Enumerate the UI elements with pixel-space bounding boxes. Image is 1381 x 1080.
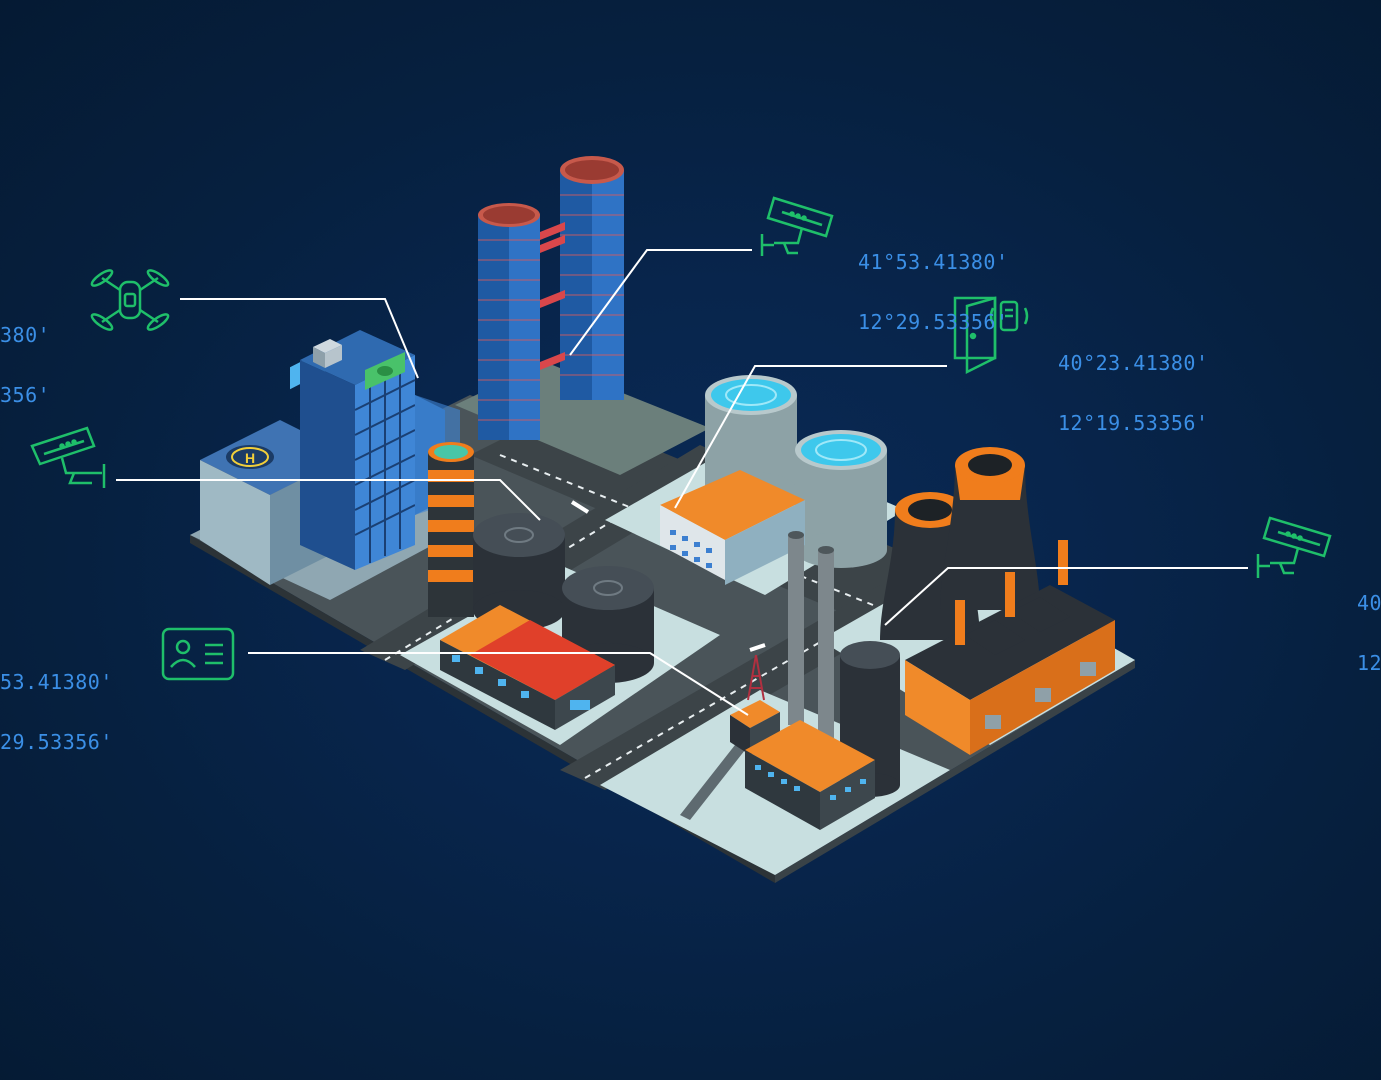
latitude: 380' [0,325,50,345]
longitude: 356' [0,385,50,405]
longitude: 12°29.53356' [858,312,1009,332]
longitude: 29.53356' [0,732,113,752]
security-camera-icon [1258,518,1330,578]
longitude: 12 [1357,653,1381,673]
latitude: 41°53.41380' [858,252,1009,272]
coordinates-door-access: 40°23.41380' 12°19.53356' [1058,313,1209,453]
longitude: 12°19.53356' [1058,413,1209,433]
security-camera-icon [762,198,832,256]
drone-icon [90,268,170,332]
id-card-icon [163,629,233,679]
helipad-sign: H [245,450,255,466]
coordinates-camera-top: 41°53.41380' 12°29.53356' [858,212,1009,352]
latitude: 40 [1357,593,1381,613]
coordinates-drone: 380' 356' [0,285,50,425]
coordinates-camera-right: 40 12 [1357,553,1381,693]
security-camera-icon [32,428,104,488]
latitude: 40°23.41380' [1058,353,1209,373]
coordinates-id-card: 53.41380' 29.53356' [0,632,113,772]
latitude: 53.41380' [0,672,113,692]
